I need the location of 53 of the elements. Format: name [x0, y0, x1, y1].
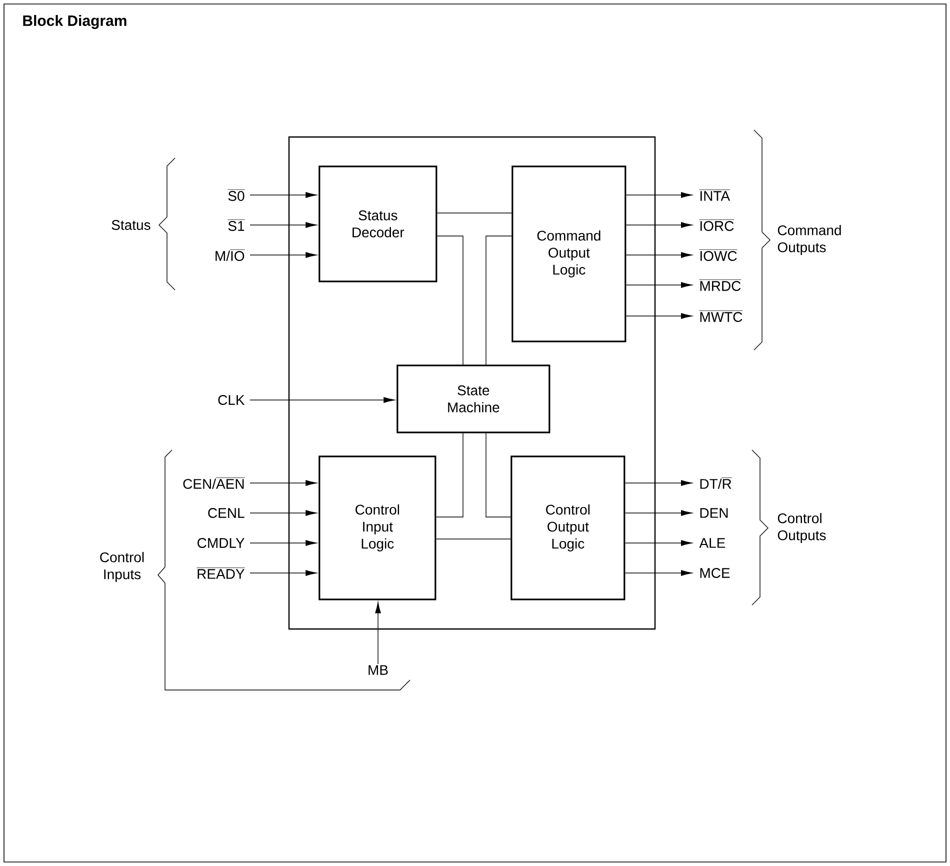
group-label: Status	[112, 220, 150, 230]
logic-block: Control Input Logic	[318, 456, 436, 600]
signal-arrow	[250, 192, 317, 198]
signal-arrow	[624, 570, 692, 576]
logic-block: Status Decoder	[318, 166, 438, 282]
signal-arrow	[375, 602, 381, 664]
connection-line	[486, 432, 511, 518]
logic-block: State Machine	[396, 364, 550, 434]
signal-arrow	[250, 510, 317, 516]
signal-arrow	[250, 397, 395, 403]
signal-name: $\overline{\hbox{MRDC}}$	[699, 280, 742, 291]
signal-arrow	[626, 222, 692, 228]
signal-name: MB	[368, 665, 388, 675]
signal-name: $\hbox{DT/}\overline{\hbox{R}}$	[700, 478, 732, 489]
connection-line	[436, 432, 464, 518]
connection-line	[486, 236, 512, 365]
group-label: Control Inputs	[100, 552, 144, 582]
signal-arrow	[624, 480, 692, 486]
signal-name: $\overline{\hbox{S0}}$	[228, 190, 245, 201]
signal-arrow	[624, 540, 692, 546]
signal-arrow	[250, 222, 317, 228]
signal-name: $\overline{\hbox{MWTC}}$	[699, 310, 743, 322]
title: Block Diagram	[23, 14, 126, 30]
connection-line	[436, 538, 511, 540]
signal-name: CMDLY	[198, 538, 244, 548]
signal-arrow	[626, 313, 692, 319]
signal-name: $\overline{\hbox{IOWC}}$	[699, 250, 738, 261]
signal-name: ALE	[699, 538, 726, 548]
logic-block: Command Output Logic	[512, 166, 626, 342]
signal-arrow	[626, 192, 692, 198]
signal-name: CLK	[218, 395, 245, 405]
signal-name: $\overline{\hbox{INTA}}$	[699, 190, 730, 201]
signal-arrow	[626, 252, 692, 258]
signal-name: MCE	[700, 568, 730, 578]
connection-line	[436, 236, 464, 365]
group-label: Control Outputs	[778, 512, 826, 544]
signal-name: $\overline{\hbox{IORC}}$	[699, 220, 734, 231]
group-label: Command Outputs	[778, 224, 841, 256]
logic-block: Control Output Logic	[510, 456, 626, 600]
signal-name: $\hbox{M/}\overline{\hbox{IO}}$	[216, 250, 245, 261]
signal-name: $\overline{\hbox{S1}}$	[228, 220, 245, 231]
signal-arrow	[250, 570, 317, 576]
connection-line	[436, 212, 512, 214]
signal-arrow	[626, 282, 692, 288]
signal-arrow	[624, 510, 692, 516]
signal-arrow	[250, 480, 317, 486]
signal-name: $\hbox{CEN/}\overline{\hbox{AEN}}$	[183, 478, 245, 489]
chip-outline	[288, 136, 656, 630]
signal-name: CENL	[208, 508, 244, 518]
signal-name: DEN	[700, 508, 728, 518]
signal-arrow	[250, 252, 317, 258]
signal-name: $\overline{\hbox{READY}}$	[196, 568, 245, 579]
signal-arrow	[250, 540, 317, 546]
